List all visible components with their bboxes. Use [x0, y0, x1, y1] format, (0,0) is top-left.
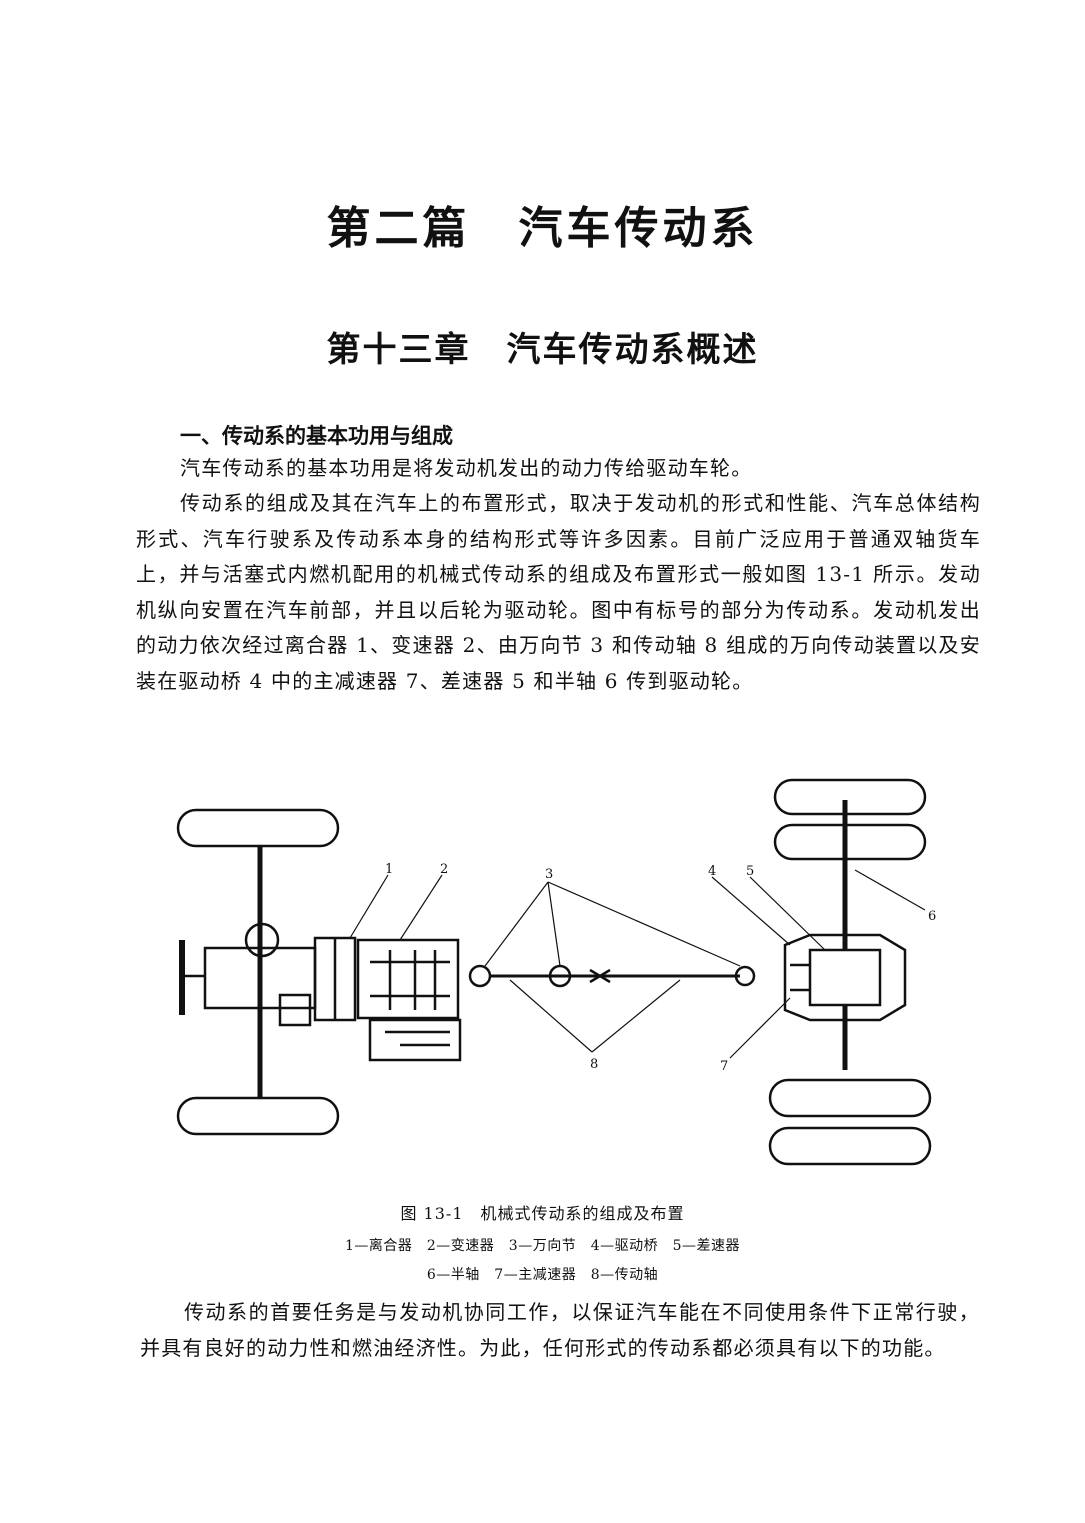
paragraph-function: 汽车传动系的基本功用是将发动机发出的动力传给驱动车轮。 — [180, 456, 753, 480]
paragraph-composition: 传动系的组成及其在汽车上的布置形式，取决于发动机的形式和性能、汽车总体结构形式、… — [136, 491, 981, 693]
universal-joint-front — [468, 964, 492, 988]
rear-lower-wheel-outer — [768, 1126, 932, 1166]
drivetrain-diagram: 1 2 3 4 5 6 7 8 — [176, 778, 936, 1166]
chapter-title: 第十三章 汽车传动系概述 — [326, 330, 759, 370]
label-3: 3 — [545, 867, 553, 882]
section-heading: 一、传动系的基本功用与组成 — [180, 424, 453, 448]
figure-legend-line-2: 6—半轴 7—主减速器 8—传动轴 — [426, 1267, 659, 1283]
label-8: 8 — [590, 1057, 598, 1072]
label-4: 4 — [708, 864, 716, 879]
front-right-wheel — [176, 1096, 340, 1136]
part-title: 第二篇 汽车传动系 — [326, 203, 759, 254]
gearbox — [356, 938, 460, 1020]
differential — [808, 948, 882, 1007]
figure-caption: 图 13-1 机械式传动系的组成及布置 — [400, 1204, 685, 1223]
front-left-wheel — [176, 808, 340, 848]
rear-upper-wheel-outer — [773, 778, 927, 816]
paragraph-requirements: 传动系的首要任务是与发动机协同工作，以保证汽车能在不同使用条件下正常行驶，并具有… — [140, 1300, 980, 1360]
label-5: 5 — [746, 864, 754, 879]
label-7: 7 — [720, 1059, 728, 1074]
label-6: 6 — [928, 909, 936, 924]
label-2: 2 — [440, 862, 448, 877]
label-1: 1 — [385, 862, 393, 877]
universal-joint-rear — [734, 965, 756, 987]
engine-air-cleaner — [244, 922, 280, 958]
rear-upper-wheel-inner — [773, 823, 927, 861]
rear-lower-wheel-inner — [768, 1078, 932, 1118]
figure-legend-line-1: 1—离合器 2—变速器 3—万向节 4—驱动桥 5—差速器 — [344, 1238, 741, 1254]
